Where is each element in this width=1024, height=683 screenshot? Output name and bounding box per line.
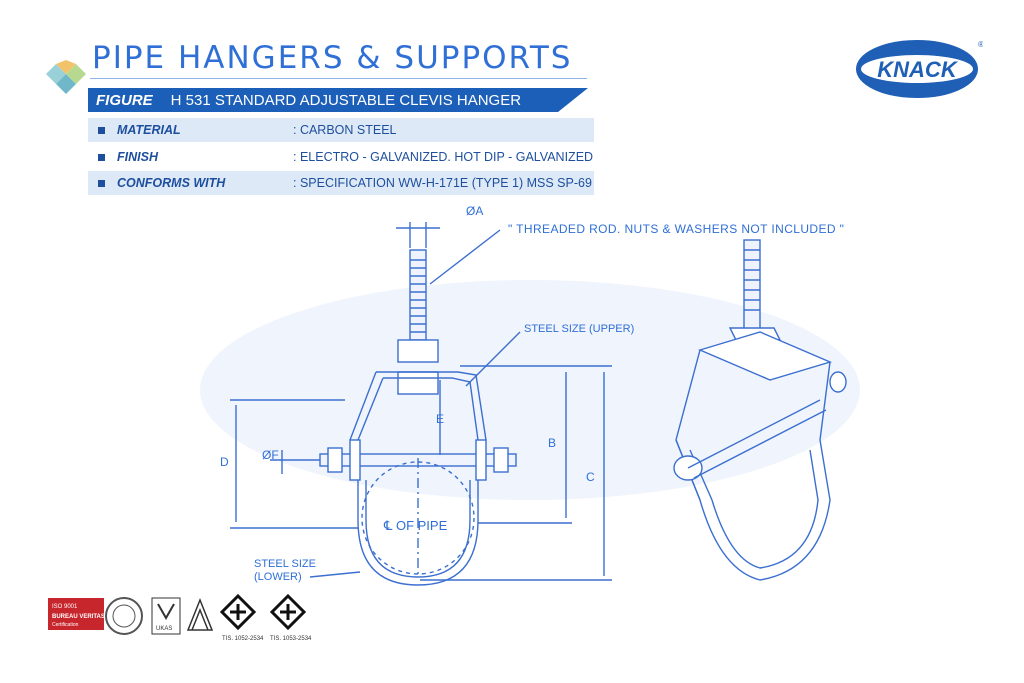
spec-key: CONFORMS WITH <box>117 176 226 190</box>
spec-row-material: MATERIAL : CARBON STEEL <box>88 118 594 142</box>
spec-value: : ELECTRO - GALVANIZED. HOT DIP - GALVAN… <box>293 150 594 164</box>
clevis-hanger-drawing <box>200 222 860 586</box>
bullet-icon <box>98 153 105 161</box>
dim-e-label: E <box>436 412 445 426</box>
certification-logos: ISO 9001 BUREAU VERITAS Certification UK… <box>48 593 312 642</box>
tis2-text: TIS. 1053-2534 <box>270 636 312 642</box>
bv-sub-text: Certification <box>52 622 79 628</box>
spec-key: MATERIAL <box>117 123 181 137</box>
dim-c-label: C <box>586 470 595 484</box>
spec-value: : CARBON STEEL <box>293 123 397 137</box>
page-title: PIPE HANGERS & SUPPORTS <box>92 40 573 76</box>
registered-mark: ® <box>978 40 983 49</box>
spec-row-finish: FINISH : ELECTRO - GALVANIZED. HOT DIP -… <box>88 145 594 169</box>
title-rule <box>90 78 587 79</box>
rod-note: " THREADED ROD. NUTS & WASHERS NOT INCLU… <box>508 222 845 236</box>
spec-key: FINISH <box>117 150 158 164</box>
pipe-centerline-label: ℄ OF PIPE <box>384 518 448 533</box>
bv-text: BUREAU VERITAS <box>52 614 105 620</box>
spec-row-conforms: CONFORMS WITH : SPECIFICATION WW-H-171E … <box>88 171 594 195</box>
bullet-icon <box>98 179 105 187</box>
bullet-icon <box>98 126 105 134</box>
ukas-text: UKAS <box>156 626 172 632</box>
tis1-text: TIS. 1052-2534 <box>222 636 264 642</box>
dim-b-label: B <box>548 436 557 450</box>
figure-label: FIGURE <box>96 91 153 109</box>
steel-upper-label: STEEL SIZE (UPPER) <box>524 323 635 335</box>
steel-lower-label-1: STEEL SIZE <box>254 558 316 570</box>
iso-text: ISO 9001 <box>52 604 78 610</box>
dim-f-label: ØF <box>262 448 279 462</box>
dim-d-label: D <box>220 455 229 469</box>
spec-value: : SPECIFICATION WW-H-171E (TYPE 1) MSS S… <box>293 176 592 190</box>
dim-a-label: ØA <box>466 204 484 218</box>
gem-logo-icon <box>46 60 86 94</box>
knack-logo: KNACK ® <box>856 40 983 98</box>
figure-band: FIGURE H 531 STANDARD ADJUSTABLE CLEVIS … <box>88 88 588 112</box>
figure-title: H 531 STANDARD ADJUSTABLE CLEVIS HANGER <box>170 91 522 109</box>
steel-lower-label-2: (LOWER) <box>254 571 302 583</box>
brand-name: KNACK <box>877 57 959 82</box>
